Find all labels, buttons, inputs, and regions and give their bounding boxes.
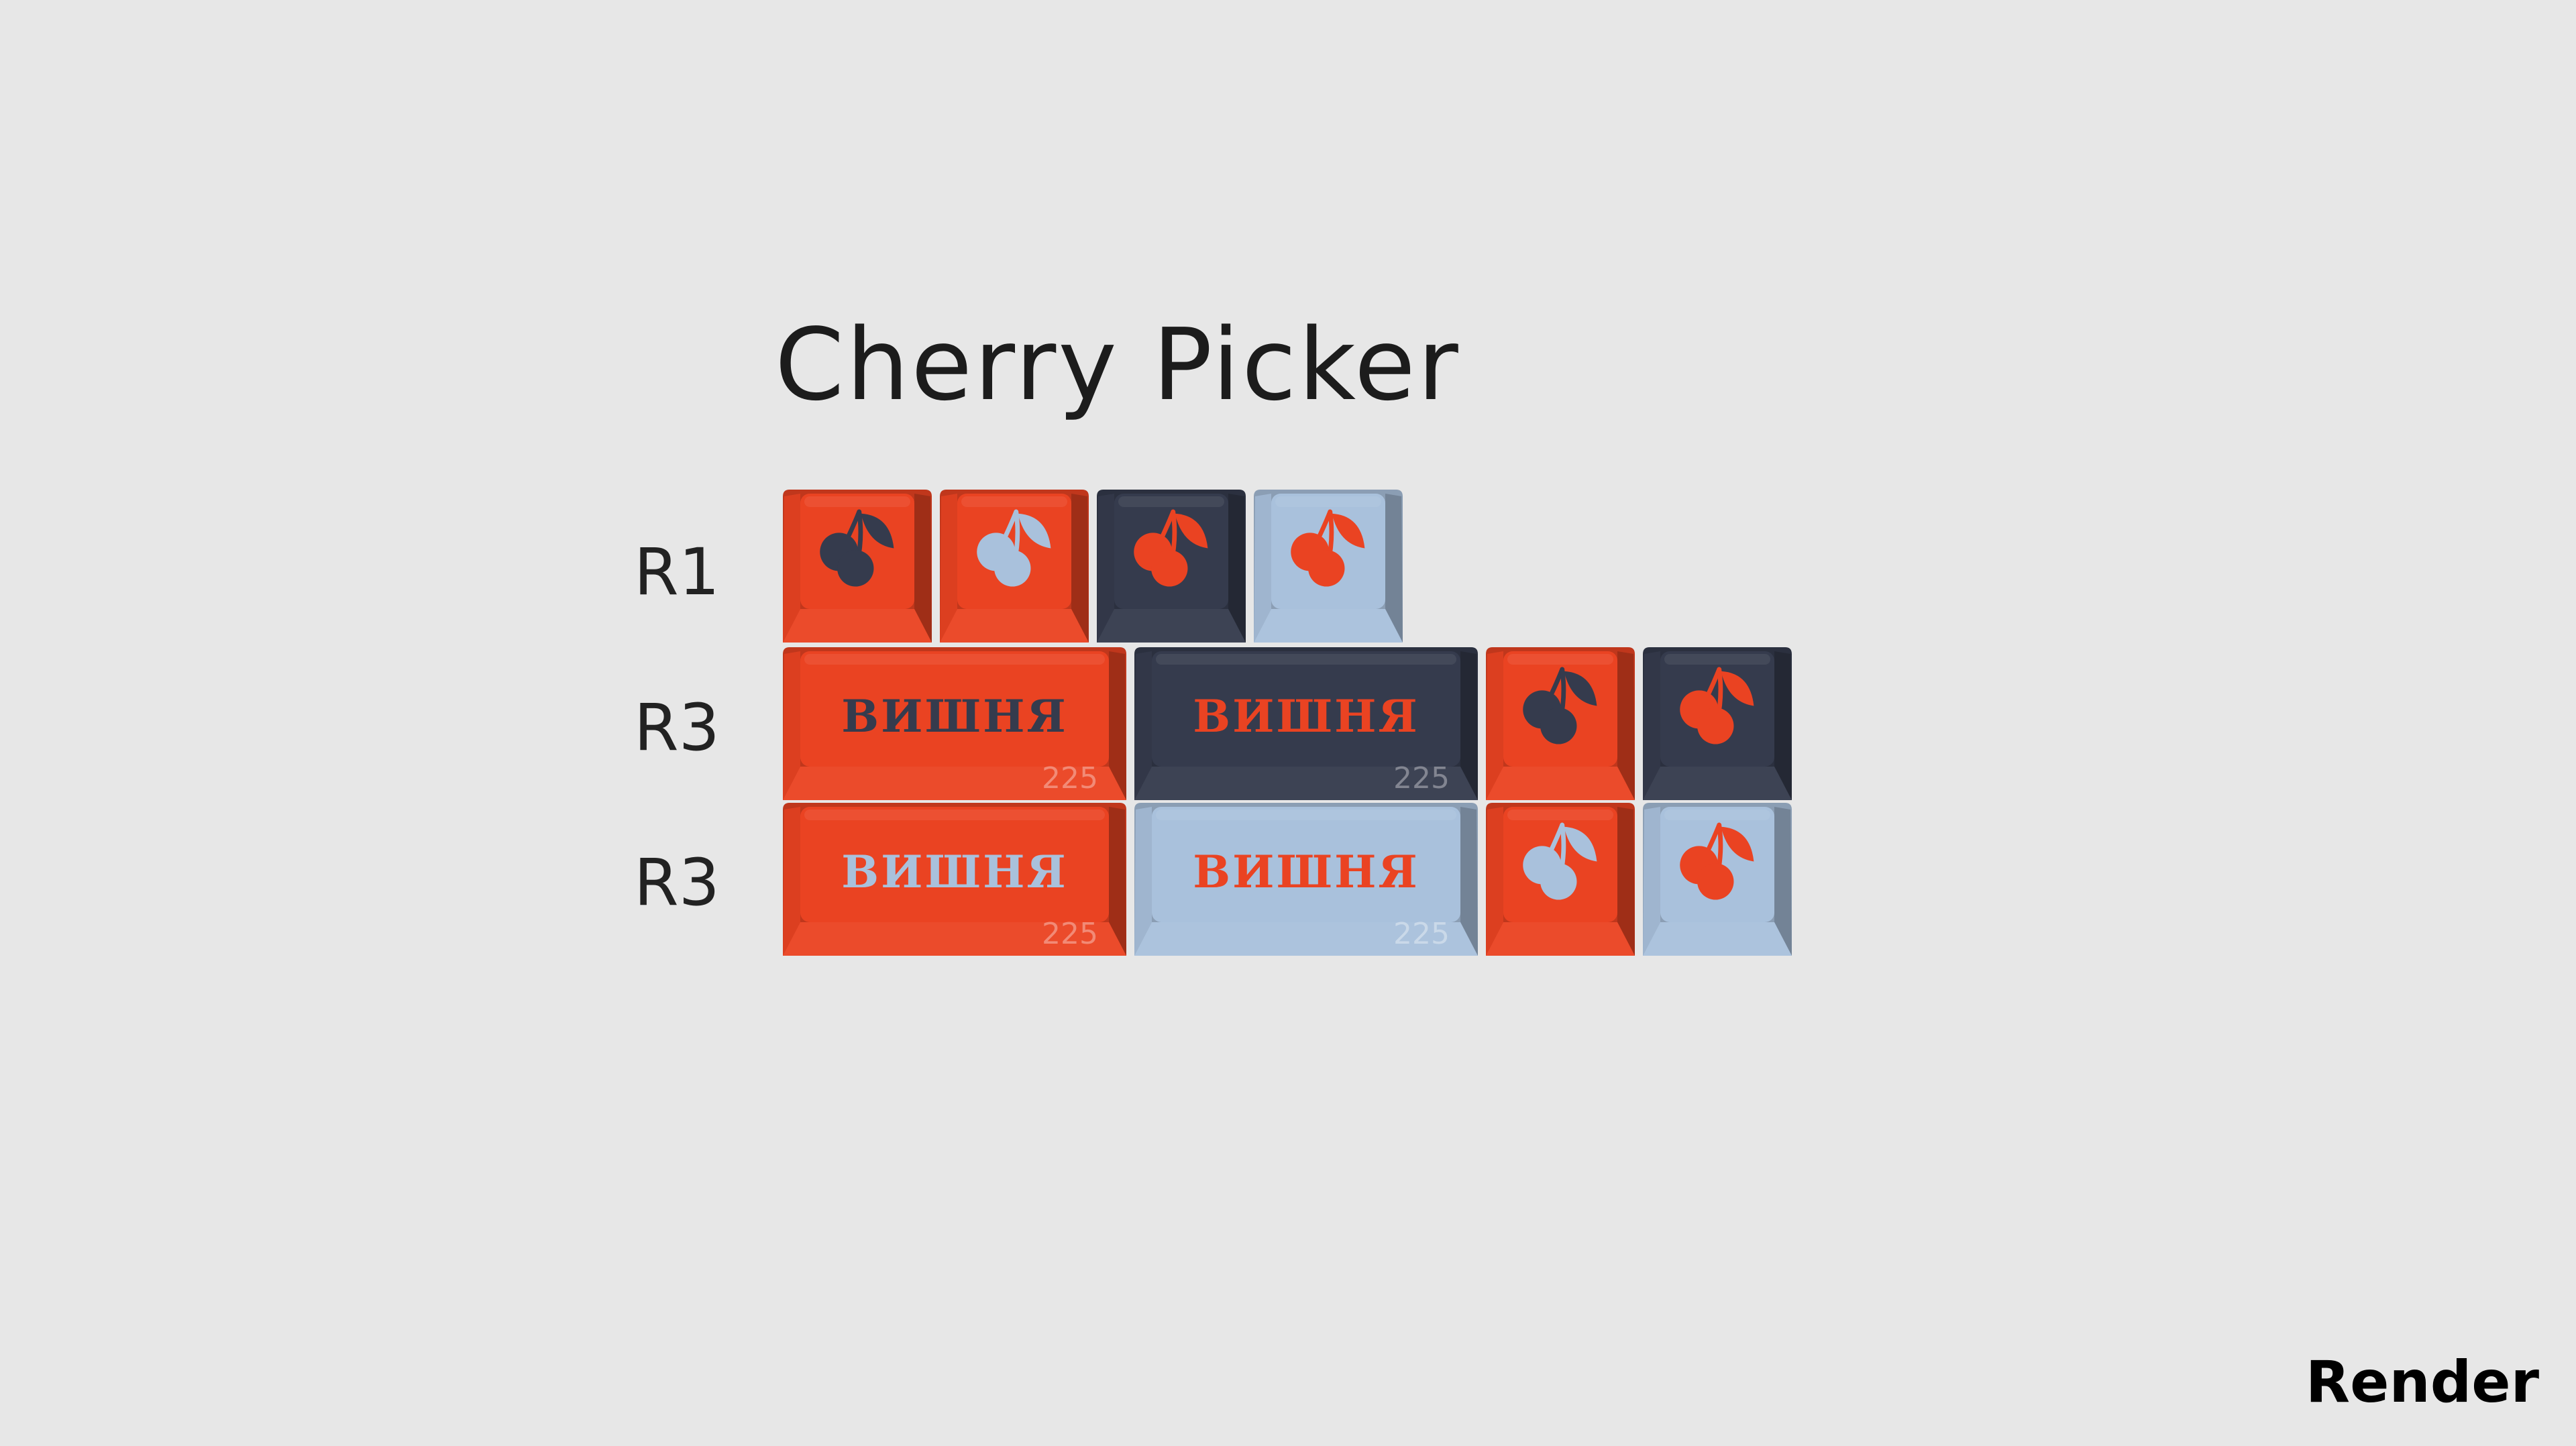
keycap-shape [1643, 803, 1792, 956]
keycap-legend-text: ВИШНЯ [1193, 690, 1419, 742]
keycap-legend-text: ВИШНЯ [841, 846, 1068, 898]
keycap-row3-3 [1486, 803, 1635, 956]
keycap-row2-3 [1486, 647, 1635, 800]
keycap-row1-1 [783, 490, 932, 643]
render-badge: Render [2305, 1349, 2539, 1416]
row-label-r1: R1 [634, 535, 720, 610]
row-label-r3-bottom: R3 [634, 845, 720, 920]
keycap-size-label: 225 [1042, 917, 1098, 951]
keycap-row1-3 [1097, 490, 1246, 643]
keycap-row2-1: ВИШНЯ 225 [783, 647, 1126, 800]
keycap-legend-text: ВИШНЯ [1193, 846, 1419, 898]
keycap-size-label: 225 [1393, 917, 1450, 951]
kit-title: Cherry Picker [775, 307, 1460, 423]
keycap-shape [783, 803, 1126, 956]
keycap-row3-2: ВИШНЯ 225 [1134, 803, 1478, 956]
keycap-shape [1134, 803, 1478, 956]
keycap-row2-2: ВИШНЯ 225 [1134, 647, 1478, 800]
keycap-shape [783, 647, 1126, 800]
keycap-size-label: 225 [1393, 761, 1450, 795]
keycap-row3-4 [1643, 803, 1792, 956]
keycap-row2-4 [1643, 647, 1792, 800]
keycap-row1-2 [940, 490, 1089, 643]
keycap-size-label: 225 [1042, 761, 1098, 795]
keycap-row1-4 [1254, 490, 1403, 643]
keycap-legend-text: ВИШНЯ [841, 690, 1068, 742]
keycap-row3-1: ВИШНЯ 225 [783, 803, 1126, 956]
row-label-r3-top: R3 [634, 690, 720, 765]
keycap-shape [1134, 647, 1478, 800]
